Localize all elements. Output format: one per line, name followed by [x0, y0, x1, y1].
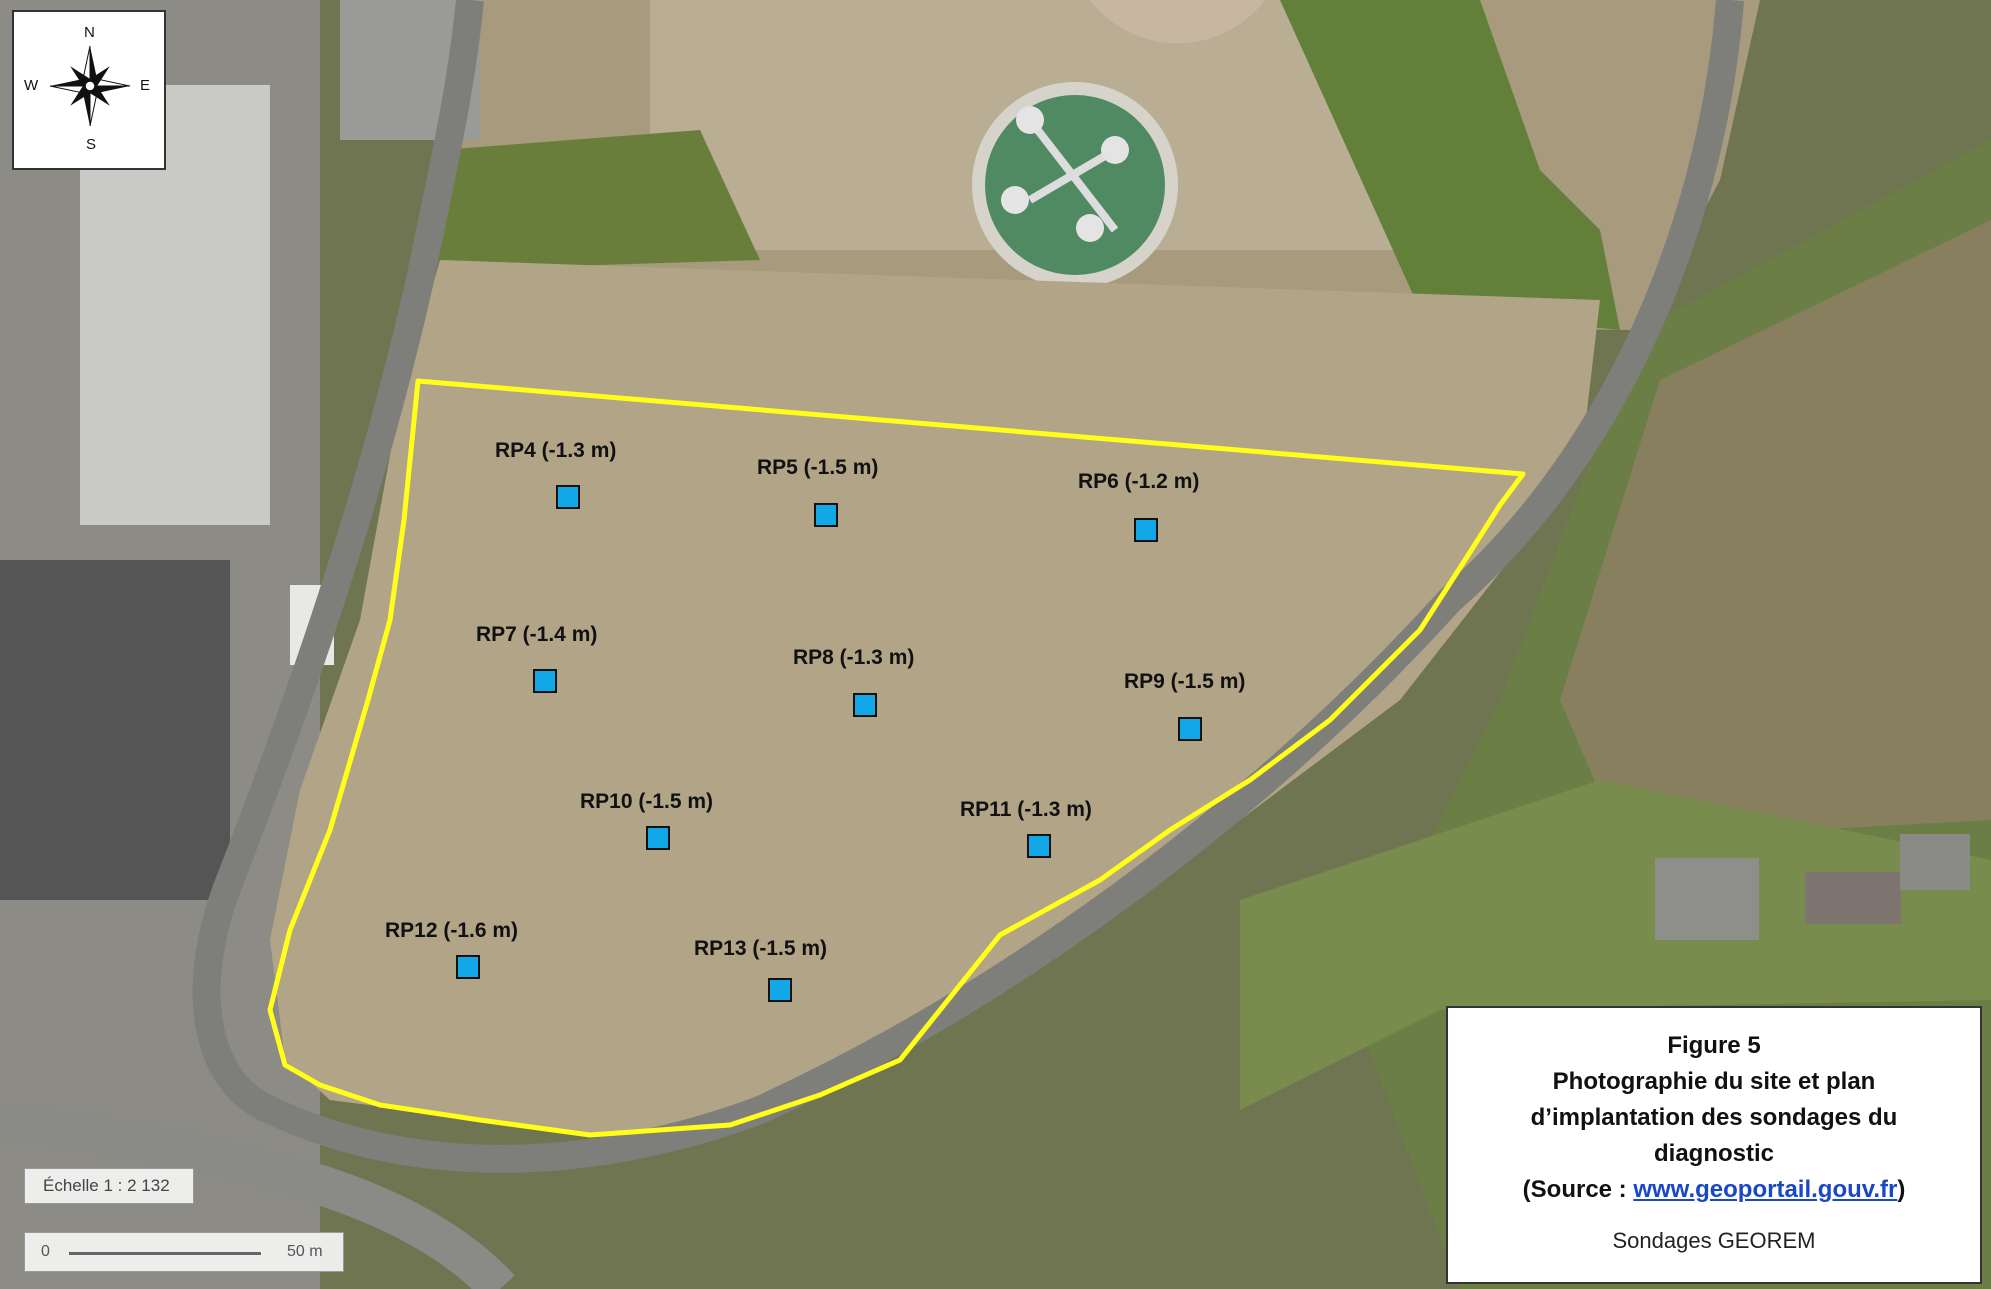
clarifier-bridge: [1001, 186, 1029, 214]
scale-bar: 0 50 m: [24, 1232, 344, 1272]
tank-top: [1090, 0, 1265, 44]
probe-marker-rp6: [1134, 518, 1158, 542]
source-link[interactable]: www.geoportail.gouv.fr: [1633, 1176, 1898, 1203]
scale-distance: 50 m: [287, 1243, 323, 1260]
road-lower: [0, 1100, 515, 1289]
compass-south: S: [86, 136, 97, 153]
scale-line: [69, 1252, 261, 1255]
probe-marker-rp8: [853, 693, 877, 717]
source-prefix: (Source :: [1522, 1176, 1634, 1203]
probe-marker-rp5: [814, 503, 838, 527]
vegetation-patch: [1280, 0, 1620, 330]
site-boundary: [267, 378, 1526, 1138]
figure-title: Photographie du site et plan d’implantat…: [1530, 1068, 1898, 1167]
probe-marker-rp7: [533, 669, 557, 693]
probe-marker-rp13: [768, 978, 792, 1002]
probe-label-rp12: RP12 (-1.6 m): [385, 919, 518, 942]
probe-layer: RP4 (-1.3 m) RP5 (-1.5 m) RP6 (-1.2 m) RP7 …: [385, 439, 1245, 1002]
clarifier-bridge: [1076, 214, 1104, 242]
probe-label-rp11: RP11 (-1.3 m): [960, 798, 1092, 821]
figure-number: Figure 5: [1667, 1032, 1761, 1059]
field-green: [1240, 780, 1991, 1110]
building: [1900, 834, 1970, 890]
probe-label-rp4: RP4 (-1.3 m): [495, 439, 616, 462]
probe-marker-rp9: [1178, 717, 1202, 741]
probe-label-rp7: RP7 (-1.4 m): [476, 623, 597, 646]
source-suffix: ): [1897, 1176, 1906, 1203]
vegetation-patch: [440, 130, 760, 270]
building: [1655, 858, 1759, 940]
field-area: [270, 260, 1600, 1140]
probe-marker-rp10: [646, 826, 670, 850]
probe-label-rp13: RP13 (-1.5 m): [694, 937, 827, 960]
clarifier-tank: [985, 95, 1165, 275]
compass-west: W: [24, 77, 39, 94]
compass-rose: N S E W: [12, 10, 166, 170]
probe-label-rp5: RP5 (-1.5 m): [757, 456, 878, 479]
factory-roof: [0, 560, 230, 900]
probe-label-rp9: RP9 (-1.5 m): [1124, 670, 1245, 693]
compass-north: N: [84, 24, 95, 41]
road: [192, 0, 1744, 1173]
compass-east: E: [140, 77, 151, 94]
compass-star-icon: [49, 45, 131, 127]
probe-label-rp10: RP10 (-1.5 m): [580, 790, 713, 813]
figure-author: Sondages GEOREM: [1612, 1228, 1816, 1253]
figure-source: (Source : www.geoportail.gouv.fr): [1448, 1172, 1980, 1208]
probe-marker-rp11: [1027, 834, 1051, 858]
building: [1805, 872, 1901, 924]
clarifier-bridge: [1101, 136, 1129, 164]
probe-label-rp6: RP6 (-1.2 m): [1078, 470, 1199, 493]
field-right-brown: [1560, 220, 1991, 840]
figure-caption: Figure 5 Photographie du site et plan d’…: [1446, 1006, 1982, 1284]
probe-marker-rp4: [556, 485, 580, 509]
clarifier-bridge: [1016, 106, 1044, 134]
clarifier-arms: [1026, 117, 1119, 233]
probe-label-rp8: RP8 (-1.3 m): [793, 646, 914, 669]
probe-marker-rp12: [456, 955, 480, 979]
scale-ratio: Échelle 1 : 2 132: [24, 1168, 194, 1204]
scale-zero: 0: [41, 1243, 50, 1260]
